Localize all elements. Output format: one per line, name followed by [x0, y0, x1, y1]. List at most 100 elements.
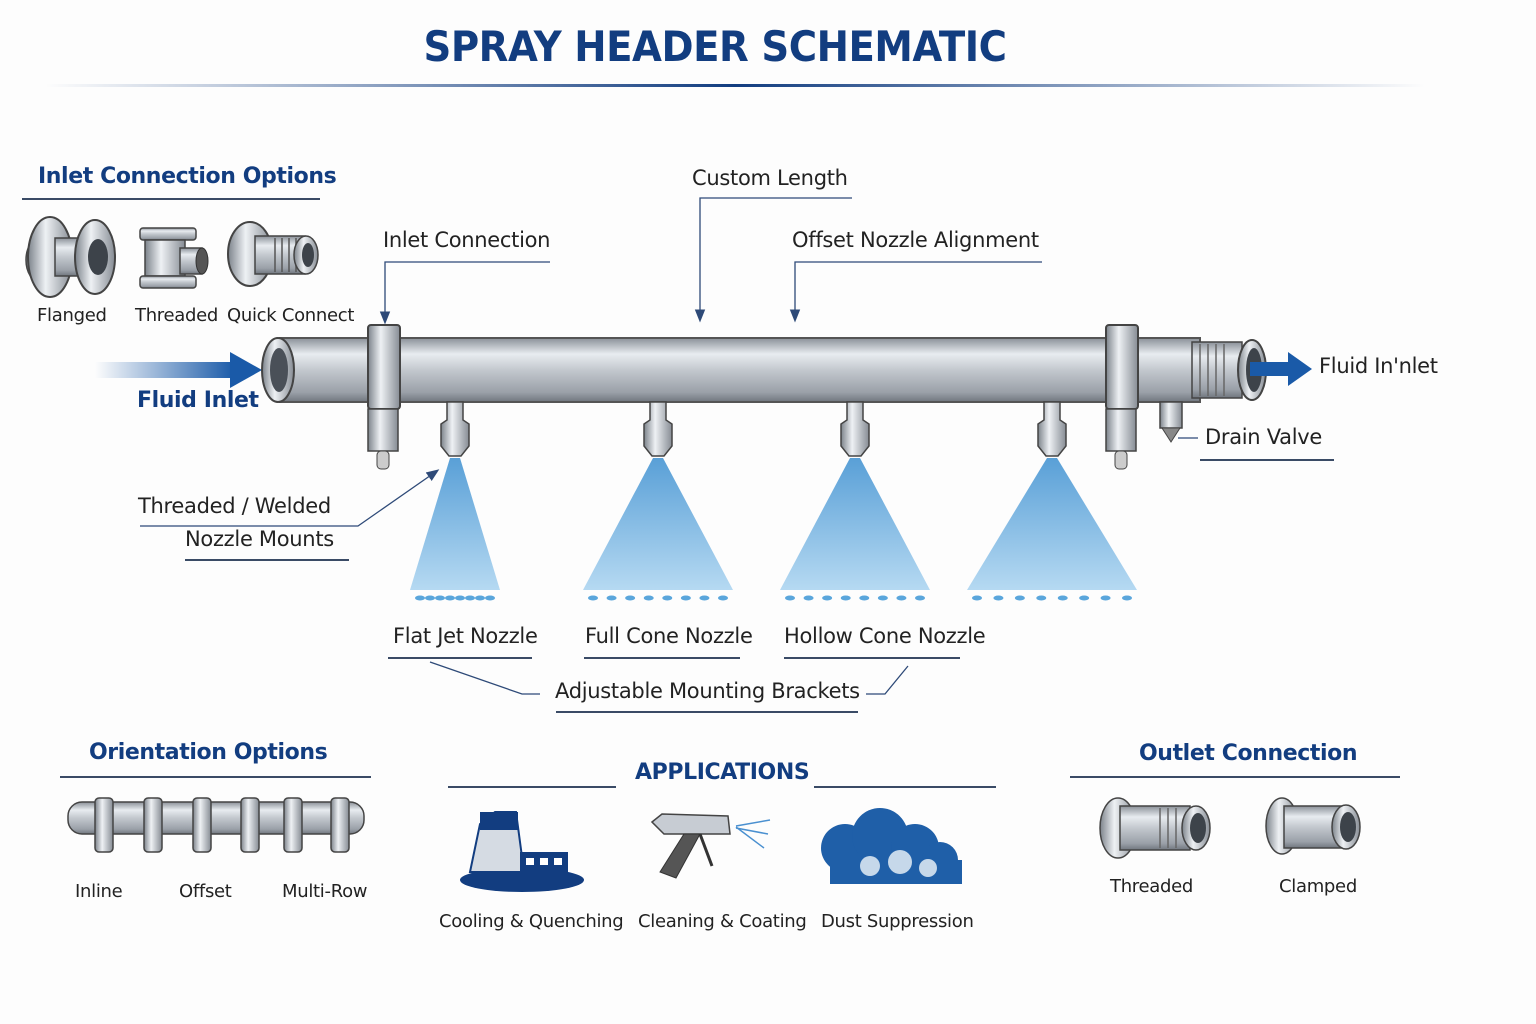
orientation-clamp	[143, 797, 163, 853]
orientation-offset: Offset	[179, 881, 232, 902]
orientation-clamp	[192, 797, 212, 853]
application-cooling: Cooling & Quenching	[439, 911, 624, 932]
spray-droplet	[896, 595, 907, 601]
applications-divider-right	[814, 786, 996, 788]
spray-droplet	[1036, 595, 1047, 601]
outlet-heading: Outlet Connection	[1139, 741, 1358, 766]
spray-droplet	[1014, 595, 1025, 601]
offset-alignment-leader	[789, 261, 1042, 323]
spray-droplet	[1079, 595, 1090, 601]
cooling-tower-icon	[460, 811, 584, 892]
spray-droplet	[972, 595, 982, 601]
nozzle-label-hollow-cone: Hollow Cone Nozzle	[784, 624, 986, 648]
nozzle-underline-full-cone	[584, 657, 740, 659]
applications-divider-left	[448, 786, 616, 788]
orientation-clamp	[283, 797, 303, 853]
orientation-multi-row: Multi-Row	[282, 881, 368, 902]
inlet-connection-leader	[379, 261, 550, 325]
nozzle-mounts-leader	[140, 469, 440, 527]
nozzle-label-full-cone: Full Cone Nozzle	[585, 624, 753, 648]
fluid-inlet-arrow-icon	[95, 352, 262, 388]
nozzle-full-cone-wide	[967, 401, 1137, 601]
custom-length-leader	[694, 197, 852, 323]
spray-pattern-full-cone	[583, 458, 733, 590]
spray-droplet	[993, 595, 1004, 601]
application-cleaning: Cleaning & Coating	[638, 911, 807, 932]
applications-heading: APPLICATIONS	[635, 760, 810, 785]
drain-valve-underline	[1200, 459, 1334, 461]
fluid-outlet-label: Fluid In'nlet	[1319, 354, 1438, 378]
spray-droplet	[803, 595, 814, 601]
outlet-divider	[1070, 776, 1400, 778]
nozzle-mounts-label-line1: Threaded / Welded	[138, 494, 331, 518]
spray-droplet	[475, 595, 485, 601]
threaded-tee-icon	[139, 227, 209, 289]
nozzle-underline-hollow-cone	[784, 657, 960, 659]
orientation-clamp	[240, 797, 260, 853]
spray-droplet	[415, 595, 425, 601]
spray-droplet	[877, 595, 888, 601]
nozzle-hollow-cone	[780, 401, 930, 601]
header-pipe	[261, 324, 1267, 470]
fluid-inlet-label: Fluid Inlet	[137, 388, 259, 413]
spray-droplet	[822, 595, 833, 601]
spray-droplet	[785, 595, 795, 601]
spray-droplet	[625, 595, 636, 601]
spray-droplet	[606, 595, 617, 601]
flanged-fitting-icon	[25, 216, 116, 298]
spray-pattern-full-cone-wide	[967, 458, 1137, 590]
inlet-connection-label: Inlet Connection	[383, 228, 551, 252]
custom-length-label: Custom Length	[692, 166, 848, 190]
spray-droplet	[680, 595, 691, 601]
dust-cloud-icon	[821, 808, 962, 884]
spray-droplet	[840, 595, 851, 601]
nozzle-label-flat-jet: Flat Jet Nozzle	[393, 624, 538, 648]
inlet-option-quick-connect: Quick Connect	[227, 305, 355, 326]
outlet-clamped: Clamped	[1279, 876, 1357, 897]
spray-droplet	[425, 595, 435, 601]
spray-droplet	[1100, 595, 1111, 601]
spray-droplet	[915, 595, 925, 601]
application-dust: Dust Suppression	[821, 911, 974, 932]
inlet-option-threaded: Threaded	[135, 305, 219, 326]
nozzle-mounts-label-line2: Nozzle Mounts	[185, 527, 334, 551]
spray-pattern-flat-jet	[410, 458, 500, 590]
orientation-inline: Inline	[75, 881, 123, 902]
spray-droplet	[1057, 595, 1068, 601]
spray-droplet	[485, 595, 495, 601]
orientation-divider	[60, 776, 371, 778]
spray-gun-icon	[650, 813, 771, 879]
spray-droplet	[465, 595, 475, 601]
nozzle-flat-jet	[410, 401, 500, 601]
drain-valve-label: Drain Valve	[1205, 425, 1322, 449]
spray-droplet	[445, 595, 455, 601]
inlet-options-divider	[22, 198, 320, 200]
spray-droplet	[643, 595, 654, 601]
offset-nozzle-alignment-label: Offset Nozzle Alignment	[792, 228, 1039, 252]
outlet-threaded: Threaded	[1110, 876, 1194, 897]
brackets-leader-right	[866, 665, 909, 695]
outlet-threaded-icon	[1099, 797, 1211, 859]
orientation-pipe-icon	[67, 797, 365, 853]
orientation-heading: Orientation Options	[89, 740, 328, 765]
quick-connect-icon	[227, 221, 319, 287]
title-divider	[45, 84, 1425, 87]
orientation-clamp	[94, 797, 114, 853]
nozzle-full-cone	[583, 401, 733, 601]
adjustable-brackets-underline	[556, 711, 858, 713]
spray-droplet	[588, 595, 598, 601]
nozzle-mounts-underline	[185, 559, 349, 561]
adjustable-brackets-label: Adjustable Mounting Brackets	[555, 679, 860, 703]
spray-droplet	[455, 595, 465, 601]
orientation-clamp	[330, 797, 350, 853]
spray-droplet	[1122, 595, 1132, 601]
spray-droplet	[662, 595, 673, 601]
spray-droplet	[699, 595, 710, 601]
outlet-clamped-icon	[1265, 797, 1361, 855]
spray-droplet	[859, 595, 870, 601]
spray-droplet	[435, 595, 445, 601]
nozzle-underline-flat-jet	[388, 657, 532, 659]
spray-droplet	[718, 595, 728, 601]
brackets-leader-left	[429, 661, 540, 695]
